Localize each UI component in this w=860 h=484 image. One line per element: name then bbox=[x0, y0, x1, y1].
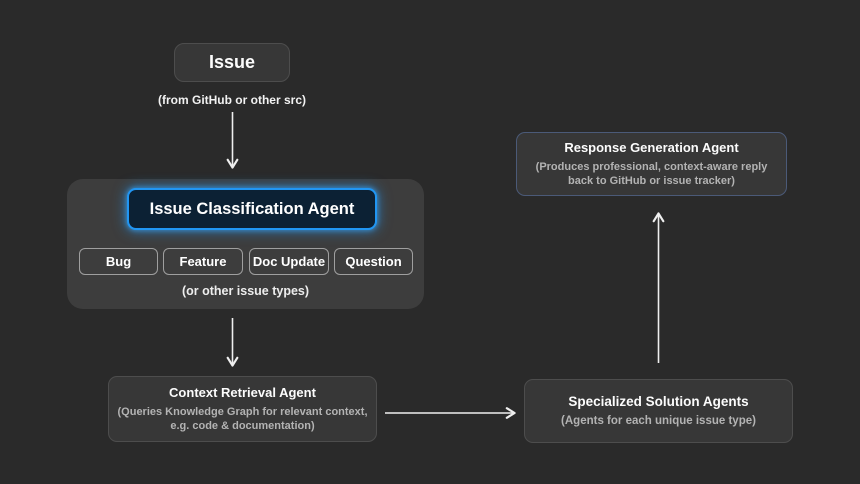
chip-bug: Bug bbox=[79, 248, 158, 275]
issue-classification-agent-title: Issue Classification Agent bbox=[149, 199, 355, 218]
context-retrieval-agent-title: Context Retrieval Agent bbox=[169, 385, 316, 401]
specialized-solution-agents-subtitle: (Agents for each unique issue type) bbox=[561, 415, 756, 428]
context-retrieval-agent-subtitle: (Queries Knowledge Graph for relevant co… bbox=[117, 405, 368, 433]
issue-type-chips: Bug Feature Doc Update Question bbox=[67, 248, 424, 275]
classification-panel: Issue Classification Agent Bug Feature D… bbox=[67, 179, 424, 309]
chip-doc-update: Doc Update bbox=[249, 248, 329, 275]
response-generation-agent-title: Response Generation Agent bbox=[564, 140, 739, 156]
specialized-solution-agents-title: Specialized Solution Agents bbox=[568, 393, 749, 409]
issue-source-caption: (from GitHub or other src) bbox=[157, 93, 306, 107]
specialized-solution-agents-node: Specialized Solution Agents (Agents for … bbox=[524, 379, 793, 443]
issue-types-caption: (or other issue types) bbox=[181, 284, 310, 298]
chip-feature: Feature bbox=[163, 248, 243, 275]
issue-node-label: Issue bbox=[208, 52, 256, 73]
chip-question: Question bbox=[334, 248, 413, 275]
response-generation-agent-subtitle: (Produces professional, context-aware re… bbox=[535, 160, 768, 188]
response-generation-agent-node: Response Generation Agent (Produces prof… bbox=[516, 132, 787, 196]
issue-classification-agent-node: Issue Classification Agent bbox=[127, 188, 377, 230]
context-retrieval-agent-node: Context Retrieval Agent (Queries Knowled… bbox=[108, 376, 377, 442]
issue-node: Issue bbox=[174, 43, 290, 82]
